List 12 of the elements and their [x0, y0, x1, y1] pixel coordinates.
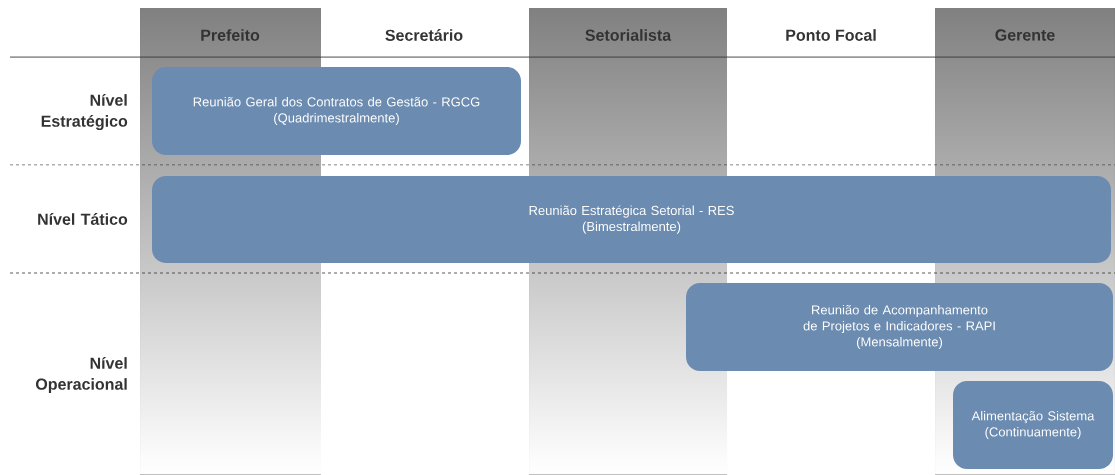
column-header: Secretário — [385, 29, 463, 41]
column-header: Prefeito — [201, 29, 260, 41]
meeting-box: Reunião de Acompanhamento de Projetos e Indicadores - RAPI (Mensalmente) — [686, 283, 1113, 371]
meeting-box: Reunião Geral dos Contratos de Gestão - RGCG (Quadrimestralmente) — [152, 67, 521, 155]
column-header: Ponto Focal — [786, 29, 876, 41]
level-label: Nível Estratégico — [41, 93, 128, 131]
level-label: Nível Tático — [38, 213, 128, 225]
column-header: Gerente — [995, 29, 1055, 41]
column-header: Setorialista — [585, 29, 672, 41]
meeting-box: Reunião Estratégica Setorial - RES (Bimestralmente) — [152, 176, 1111, 263]
meeting-box: Alimentação Sistema (Continuamente) — [953, 381, 1113, 469]
level-label: Nível Operacional — [36, 357, 127, 394]
